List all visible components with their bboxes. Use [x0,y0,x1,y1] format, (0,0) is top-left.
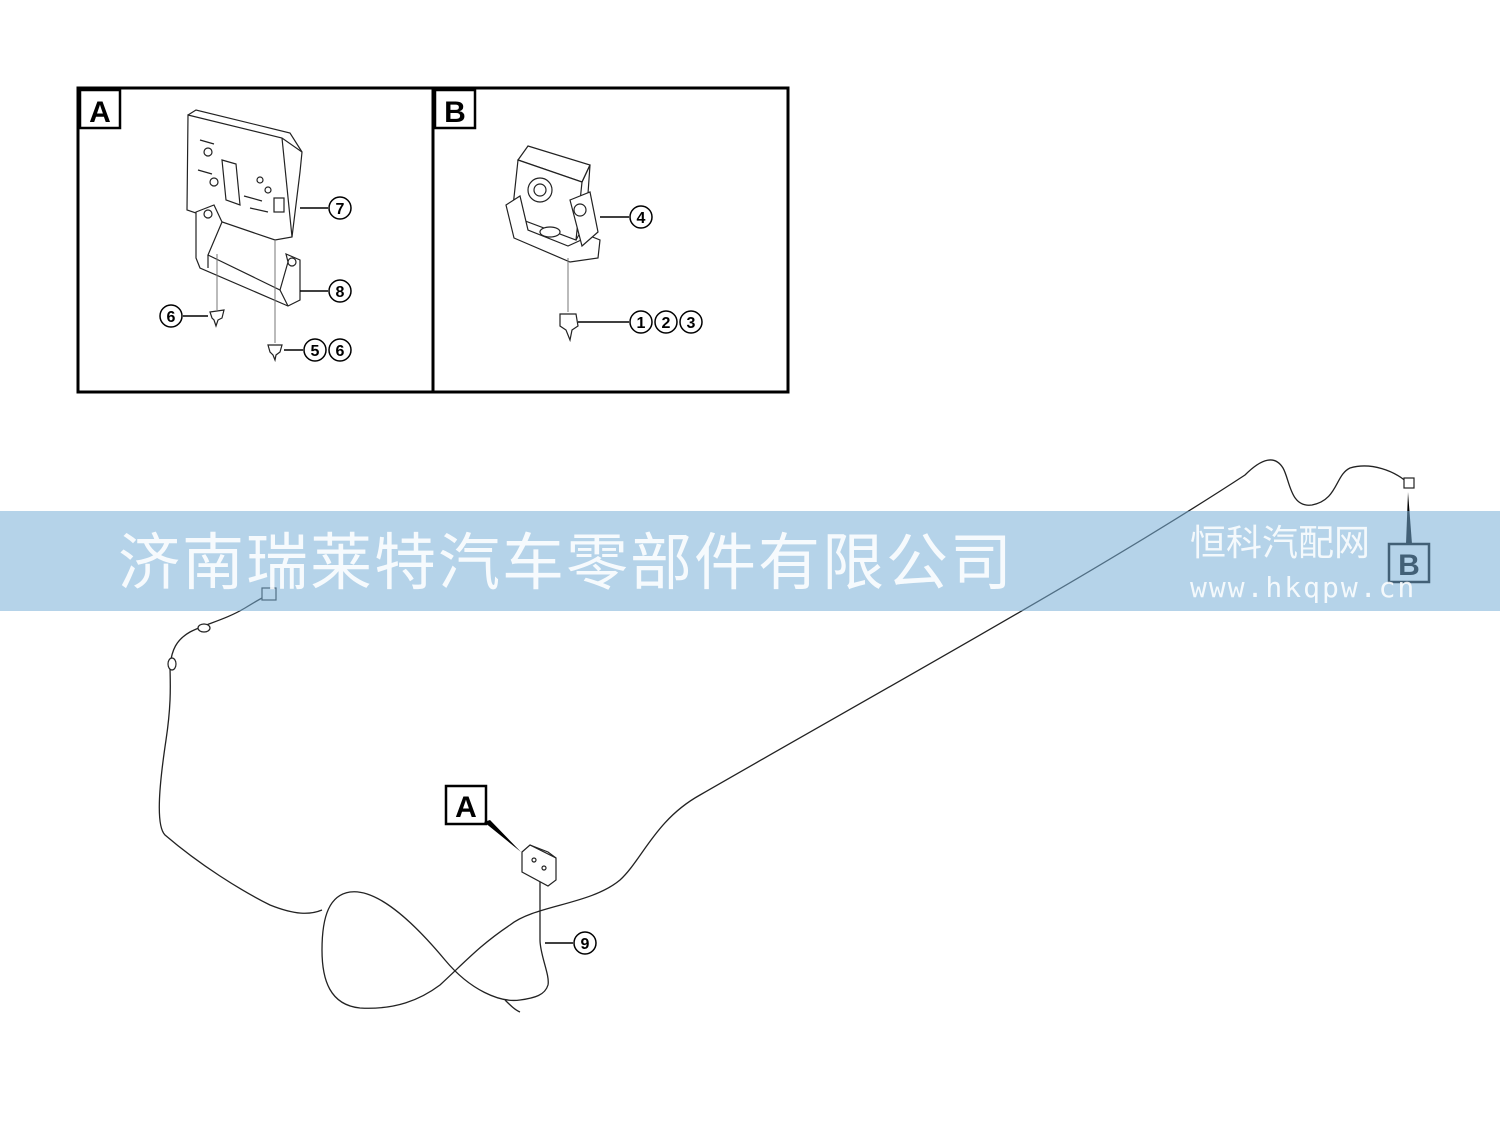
svg-text:7: 7 [336,201,345,218]
leader-lines [183,207,629,944]
camera-assembly [505,145,601,263]
callout-8: 8 [328,279,352,303]
camera-cable [158,459,1411,1013]
watermark-site-name: 恒科汽配网 [1190,523,1371,564]
svg-text:2: 2 [662,315,671,332]
callout-5: 5 [303,338,327,362]
screw-icon [209,309,283,363]
overview-monitor [521,844,557,887]
svg-text:9: 9 [581,936,590,953]
guide-lines-a [216,240,276,343]
screw-b-icon [559,313,579,343]
watermark-site-url: www.hkqpw.cn [1190,571,1417,604]
detail-tag-a-text: A [89,96,111,129]
callout-9: 9 [573,931,597,955]
svg-text:1: 1 [637,315,646,332]
callout-7: 7 [328,196,352,220]
detail-tag-a: A [78,88,122,130]
svg-text:8: 8 [336,284,345,301]
svg-text:6: 6 [336,343,345,360]
watermark-band [0,511,1500,611]
monitor-bracket [195,204,301,307]
svg-text:6: 6 [167,309,176,326]
detail-frame-b [431,86,790,394]
callout-6: 6 [159,304,183,328]
svg-text:4: 4 [637,210,646,227]
callout-6-second: 6 [328,338,352,362]
svg-text:5: 5 [311,343,320,360]
callout-4: 4 [629,205,653,229]
callout-1: 1 [629,310,653,334]
monitor-slot [221,159,241,206]
callout-2: 2 [654,310,678,334]
svg-text:A: A [455,791,477,824]
detail-tag-b: B [433,88,477,130]
detail-tag-b-text: B [444,96,466,129]
svg-text:3: 3 [687,315,696,332]
callout-3: 3 [679,310,703,334]
watermark-company: 济南瑞莱特汽车零部件有限公司 [118,526,1015,599]
camera-mount [505,195,601,263]
location-marker-a: A [444,784,521,852]
